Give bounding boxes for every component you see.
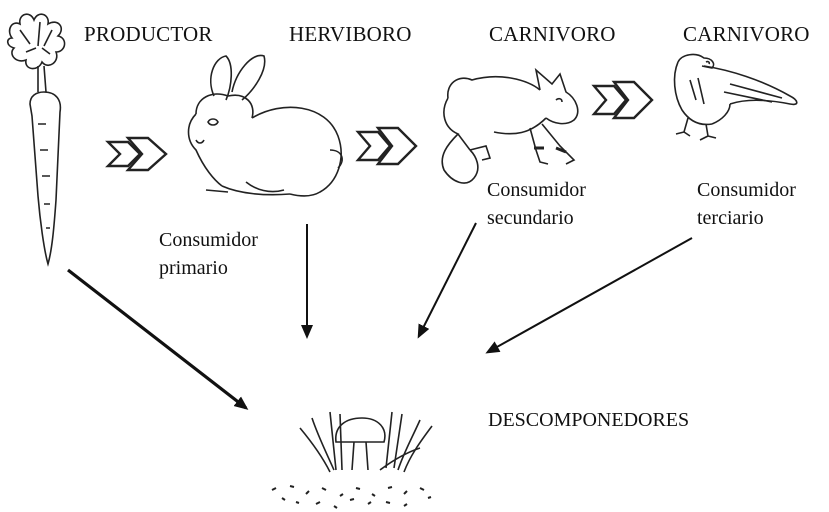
decomposers-label: DESCOMPONEDORES bbox=[488, 409, 690, 431]
carrot-icon bbox=[6, 13, 66, 267]
role-label-terciario: Consumidor terciario bbox=[697, 176, 796, 232]
level-label-herbivoro: HERVIBORO bbox=[289, 22, 412, 46]
level-label-productor: PRODUCTOR bbox=[84, 22, 213, 46]
flow-arrows bbox=[67, 222, 693, 410]
fox-to-decomposer-arrow bbox=[417, 222, 477, 339]
role-secundario-line-2: secundario bbox=[487, 207, 574, 229]
eagle-icon bbox=[673, 53, 798, 141]
role-primario-line-2: primario bbox=[159, 257, 228, 279]
fox-icon bbox=[441, 67, 579, 184]
role-label-secundario: Consumidor secundario bbox=[487, 176, 586, 232]
double-arrow-icon bbox=[591, 80, 654, 120]
mushroom-icon bbox=[271, 411, 433, 509]
role-terciario-line-1: Consumidor bbox=[697, 179, 796, 201]
role-terciario-line-2: terciario bbox=[697, 207, 764, 229]
double-arrow-icon bbox=[105, 136, 168, 172]
rabbit-icon bbox=[187, 54, 343, 197]
role-secundario-line-1: Consumidor bbox=[487, 179, 586, 201]
level-label-carnivoro-2: CARNIVORO bbox=[683, 22, 810, 46]
role-label-primario: Consumidor primario bbox=[159, 226, 258, 282]
level-label-carnivoro-1: CARNIVORO bbox=[489, 22, 616, 46]
double-arrow-icon bbox=[355, 126, 418, 166]
role-primario-line-1: Consumidor bbox=[159, 229, 258, 251]
carrot-to-decomposer-arrow bbox=[67, 268, 249, 410]
eagle-to-decomposer-arrow bbox=[485, 237, 693, 354]
